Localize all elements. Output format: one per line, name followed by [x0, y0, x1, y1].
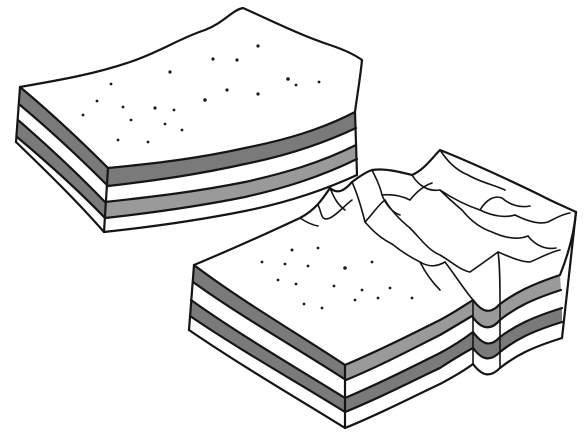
flat-layered-block: [16, 8, 362, 232]
eroded-block-left-edge: [189, 265, 194, 330]
flat-block-right-edge: [355, 112, 357, 175]
